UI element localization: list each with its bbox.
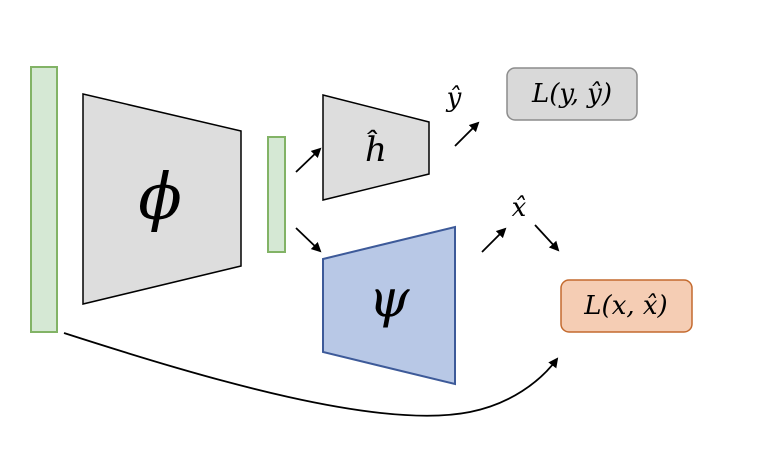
arrow-input-to-loss-x bbox=[63, 332, 559, 417]
arrow-latent-to-head bbox=[295, 147, 322, 173]
encoder-symbol: ϕ bbox=[138, 161, 182, 235]
x-hat-label: x̂ bbox=[512, 193, 527, 223]
arrow-head-to-yhat bbox=[454, 121, 480, 147]
loss-y-box bbox=[506, 67, 638, 121]
y-hat-label: ŷ bbox=[446, 83, 462, 113]
head-trapezoid bbox=[322, 94, 430, 201]
arrow-xhat-to-loss bbox=[534, 224, 560, 252]
loss-x-label: L(x, x̂) bbox=[583, 291, 667, 321]
latent-vector bbox=[267, 136, 286, 253]
arrow-decoder-to-xhat bbox=[481, 227, 507, 253]
encoder-trapezoid bbox=[82, 93, 242, 305]
loss-x-box bbox=[560, 279, 693, 333]
input-vector bbox=[30, 66, 58, 333]
decoder-symbol: ψ bbox=[369, 270, 411, 330]
head-symbol: ĥ bbox=[365, 129, 387, 170]
arrow-latent-to-decoder bbox=[295, 227, 322, 253]
loss-y-label: L(y, ŷ) bbox=[531, 79, 612, 109]
decoder-trapezoid bbox=[322, 225, 456, 386]
